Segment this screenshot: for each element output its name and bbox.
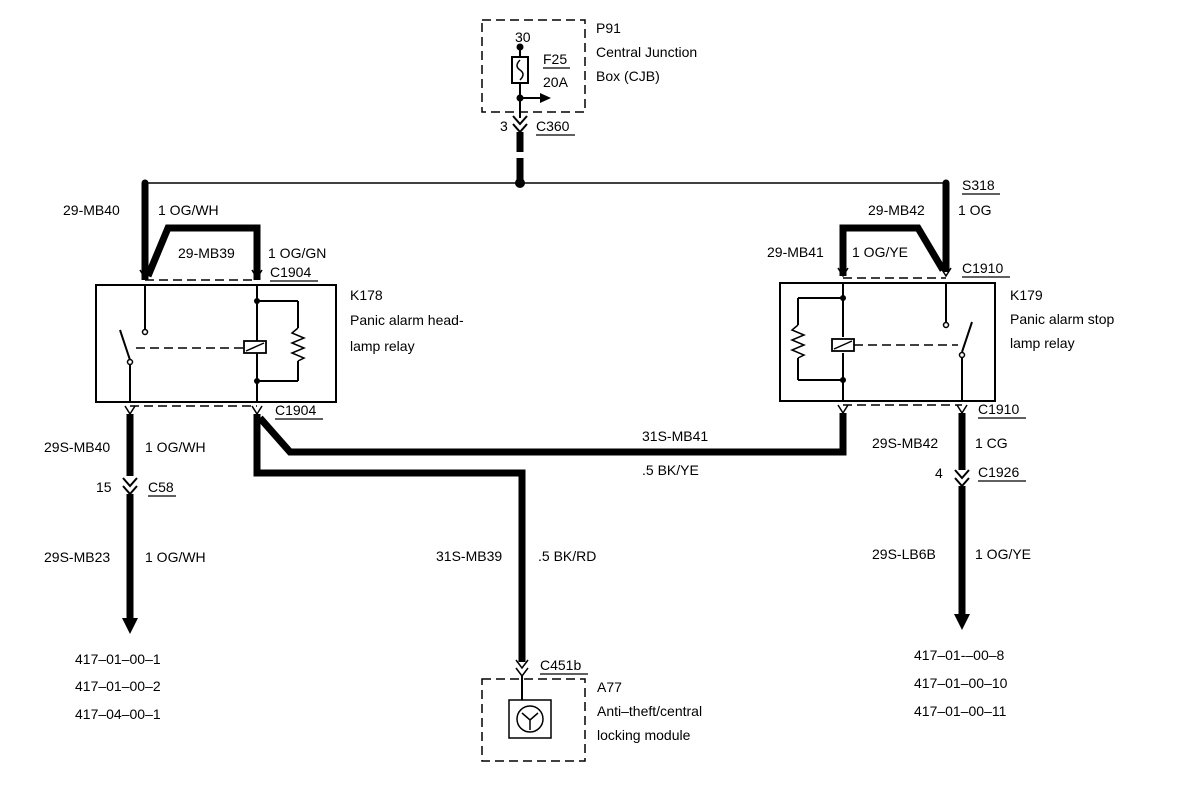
relay-k179-name-2: lamp relay — [1010, 335, 1075, 351]
relay-k178-name-2: lamp relay — [350, 338, 415, 354]
relay-k178-outline — [95, 284, 337, 403]
c1904-bottom-label: C1904 — [275, 402, 316, 418]
ref-right-3: 417–01–00–11 — [914, 703, 1007, 719]
wire-29s-mb42-spec: 1 CG — [975, 435, 1008, 451]
module-a77: C451b A77 Anti–theft/central locking mod… — [481, 657, 702, 762]
cjb-terminal-label: 30 — [515, 29, 531, 45]
central-junction-box: 30 F25 20A P91 Central Junction Box (CJB… — [481, 19, 697, 136]
wire-mb42-spec: 1 OG — [958, 202, 991, 218]
relay-k178-bottom-connector: C1904 — [124, 402, 323, 420]
cjb-name-2: Box (CJB) — [596, 68, 660, 84]
left-output-circuit: 29S-MB40 1 OG/WH 15 C58 29S-MB23 1 OG/WH… — [44, 414, 206, 722]
c360-label: C360 — [536, 118, 570, 134]
cjb-outline — [481, 19, 586, 113]
wire-mb40-circuit: 29-MB40 — [63, 202, 120, 218]
wire-29s-mb23-spec: 1 OG/WH — [145, 549, 206, 565]
relay-k179-name-1: Panic alarm stop — [1010, 311, 1114, 327]
relay-k179-id: K179 — [1010, 287, 1043, 303]
wire-31s-mb39-spec: .5 BK/RD — [538, 548, 596, 564]
fuse-id: F25 — [543, 51, 567, 67]
c1926-connector-symbol — [954, 469, 970, 480]
relay-k178-id: K178 — [350, 287, 383, 303]
c1926-pin: 4 — [935, 465, 943, 481]
ref-right-1: 417–01-–00–8 — [914, 647, 1005, 663]
fuse-rating: 20A — [543, 74, 569, 90]
cjb-name-1: Central Junction — [596, 44, 697, 60]
fuse-arrow-icon — [540, 93, 551, 103]
c58-label: C58 — [148, 479, 174, 495]
ref-left-1: 417–01–00–1 — [75, 651, 161, 667]
module-a77-name-2: locking module — [597, 727, 691, 743]
wire-29s-mb42-circuit: 29S-MB42 — [872, 435, 938, 451]
wire-mb39-circuit: 29-MB39 — [178, 245, 235, 261]
transistor-icon — [521, 712, 539, 730]
relay-k178: K178 Panic alarm head- lamp relay — [95, 284, 464, 403]
cjb-id: P91 — [596, 20, 621, 36]
relay-k179-outline — [779, 282, 996, 402]
wire-mb42-circuit: 29-MB42 — [868, 202, 925, 218]
left-relay-feed: 29-MB40 1 OG/WH 29-MB39 1 OG/GN C1904 — [63, 183, 326, 282]
splice-label: S318 — [962, 177, 995, 193]
c58-connector-symbol — [122, 477, 138, 488]
c1910-top-label: C1910 — [962, 260, 1003, 276]
c1926-label: C1926 — [978, 464, 1019, 480]
relay-k179: K179 Panic alarm stop lamp relay — [779, 282, 1114, 402]
right-output-arrow-icon — [954, 614, 970, 630]
module-a77-outline — [481, 678, 586, 762]
wire-31s-mb39-circuit: 31S-MB39 — [436, 548, 502, 564]
ground-wires: 31S-MB41 .5 BK/YE 31S-MB39 .5 BK/RD — [253, 413, 847, 662]
ref-left-3: 417–04–00–1 — [75, 706, 161, 722]
ref-left-2: 417–01–00–2 — [75, 678, 161, 694]
module-a77-name-1: Anti–theft/central — [597, 703, 702, 719]
c1904-top-label: C1904 — [270, 264, 311, 280]
wire-31s-mb41-circuit: 31S-MB41 — [642, 428, 708, 444]
wire-mb41-spec: 1 OG/YE — [852, 244, 908, 260]
wire-29s-lb6b-circuit: 29S-LB6B — [872, 546, 936, 562]
wire-29s-mb40-spec: 1 OG/WH — [145, 439, 206, 455]
c58-pin: 15 — [96, 479, 112, 495]
wire-29s-mb40-circuit: 29S-MB40 — [44, 439, 110, 455]
splice-bus: S318 — [141, 177, 1000, 195]
wire-31s-mb41-spec: .5 BK/YE — [642, 462, 699, 478]
c360-pin: 3 — [500, 118, 508, 134]
wire-mb41-circuit: 29-MB41 — [767, 244, 824, 260]
module-a77-id: A77 — [597, 679, 622, 695]
wire-mb40-spec: 1 OG/WH — [158, 202, 219, 218]
c451b-label: C451b — [540, 657, 581, 673]
relay-k178-name-1: Panic alarm head- — [350, 312, 464, 328]
wire-mb39-spec: 1 OG/GN — [268, 245, 326, 261]
wire-29s-mb23-circuit: 29S-MB23 — [44, 549, 110, 565]
c360-connector-symbol — [512, 115, 528, 126]
relay-k179-bottom-connector: C1910 — [837, 401, 1026, 419]
right-relay-feed: 29-MB42 1 OG 29-MB41 1 OG/YE C1910 — [767, 183, 1010, 279]
ref-right-2: 417–01–00–10 — [914, 675, 1008, 691]
module-a77-symbol — [508, 699, 552, 739]
right-output-circuit: 29S-MB42 1 CG 4 C1926 29S-LB6B 1 OG/YE 4… — [872, 413, 1031, 719]
relay-k178-coil — [243, 340, 267, 354]
c1910-bottom-label: C1910 — [978, 401, 1019, 417]
wire-29s-lb6b-spec: 1 OG/YE — [975, 546, 1031, 562]
left-output-arrow-icon — [122, 618, 138, 634]
